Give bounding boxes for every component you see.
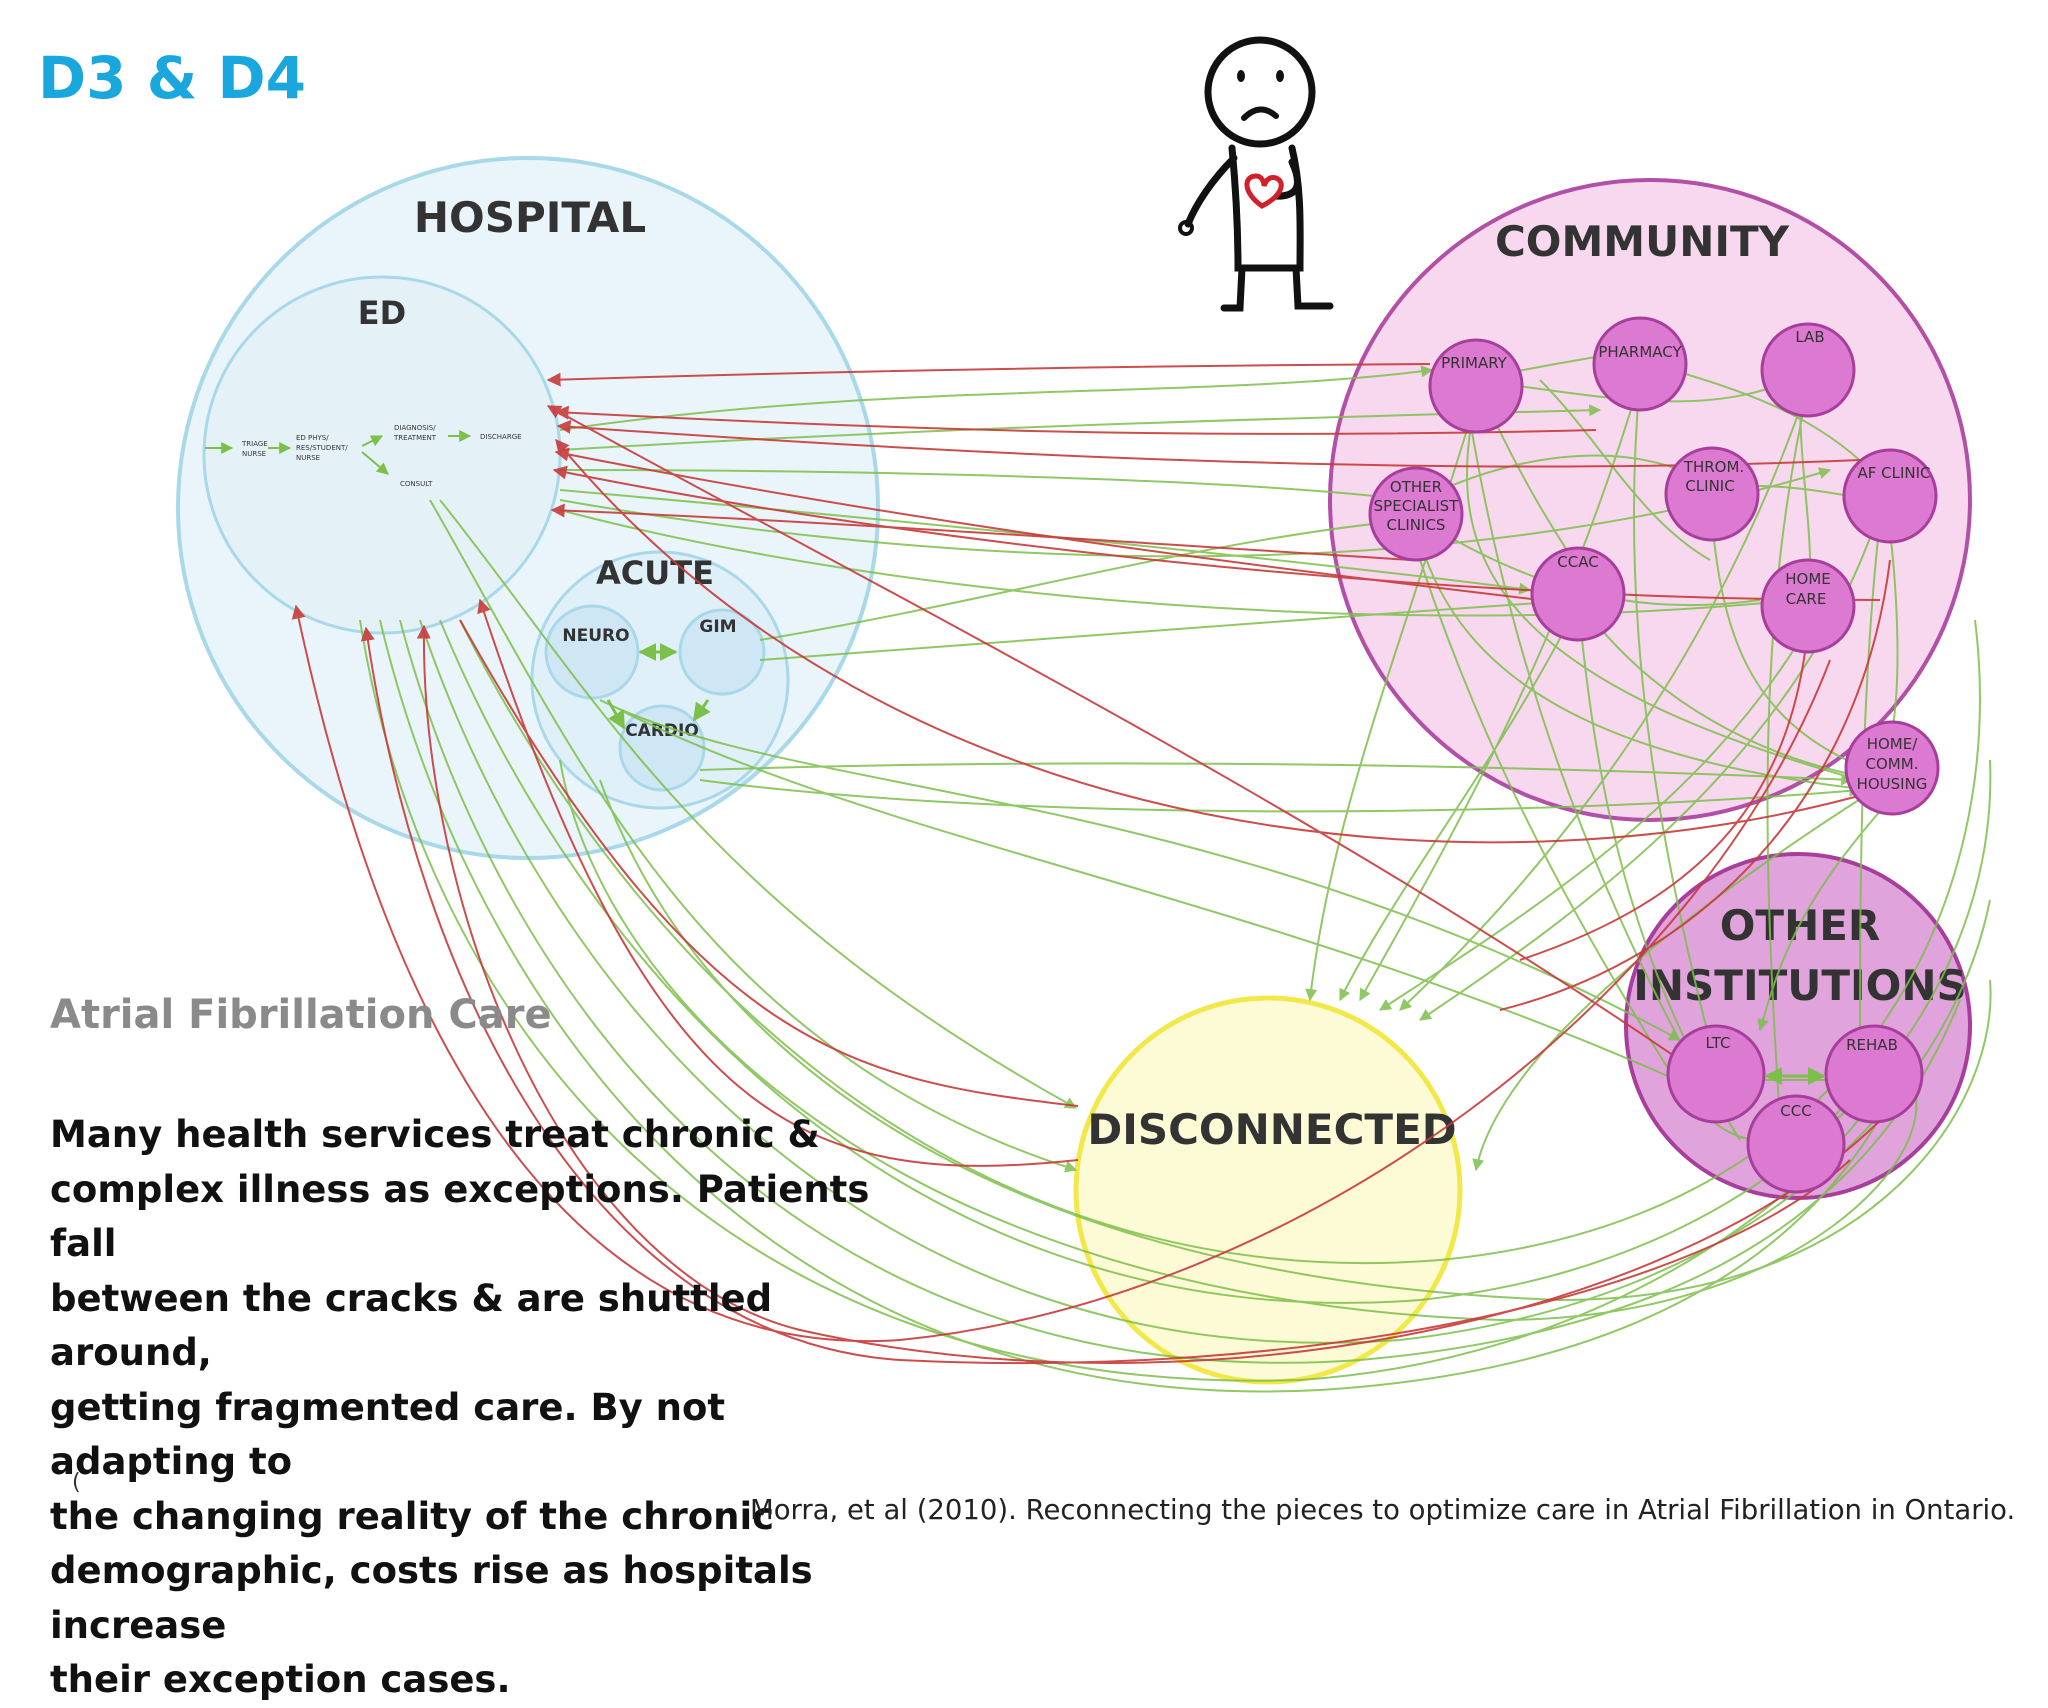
ed-flow: TRIAGE NURSE ED PHYS/ RES/STUDENT/ NURSE…: [205, 424, 522, 488]
cardio-node: [618, 704, 706, 792]
home-care-label-2: CARE: [1786, 590, 1827, 608]
home-care-label-1: HOME: [1785, 570, 1831, 588]
care-network-diagram: HOSPITAL ED TRIAGE NURSE ED PHYS/ RES/ST…: [176, 36, 1992, 1393]
ed-label: ED: [358, 294, 406, 332]
heart-icon: [1244, 173, 1284, 209]
red-links: [291, 363, 1901, 1365]
figure-frown: [1241, 106, 1279, 121]
af-clinic-label: AF CLINIC: [1857, 464, 1930, 482]
ed-flow-nurse-2: NURSE: [296, 454, 320, 462]
citation: Morra, et al (2010). Reconnecting the pi…: [750, 1494, 2016, 1526]
home-care-node: [1760, 558, 1856, 654]
rehab-node: [1824, 1024, 1924, 1124]
throm-clinic-label-2: CLINIC: [1685, 477, 1734, 495]
disconnected-label: DISCONNECTED: [1087, 1105, 1456, 1154]
home-comm-housing-label-1: HOME/: [1867, 735, 1919, 753]
rehab-label: REHAB: [1846, 1036, 1898, 1054]
other-specialist-label-2: SPECIALIST: [1374, 497, 1460, 515]
ccc-label: CCC: [1780, 1102, 1811, 1120]
home-comm-housing-label-3: HOUSING: [1857, 775, 1928, 793]
ccac-node: [1530, 546, 1626, 642]
other-specialist-label-3: CLINICS: [1387, 516, 1446, 534]
gim-node: [678, 608, 766, 696]
other-specialist-label-1: OTHER: [1390, 478, 1442, 496]
throm-clinic-label-1: THROM.: [1683, 458, 1744, 476]
ed-flow-triage: TRIAGE: [241, 440, 268, 448]
community-nodes: PRIMARY PHARMACY LAB OTHER SPECIALIST CL…: [1368, 316, 1940, 816]
lab-node: [1760, 322, 1856, 418]
af-clinic-node: [1842, 448, 1938, 544]
neuro-node: [544, 604, 640, 700]
stray-mark: (: [72, 1470, 81, 1495]
figure-eye-left: [1237, 70, 1245, 82]
figure-eye-right: [1276, 70, 1284, 82]
figure-left-leg: [1220, 264, 1246, 312]
ccac-label: CCAC: [1557, 553, 1598, 571]
ed-flow-diagnosis: DIAGNOSIS/: [394, 424, 436, 432]
disconnected-circle: [1073, 995, 1463, 1385]
gim-label: GIM: [699, 617, 736, 637]
figure-left-arm: [1184, 154, 1238, 228]
ed-flow-treatment: TREATMENT: [393, 434, 437, 442]
primary-label: PRIMARY: [1441, 354, 1508, 372]
other-specialist-node: [1368, 466, 1464, 562]
throm-clinic-node: [1664, 446, 1760, 542]
figure-right-leg: [1292, 264, 1334, 310]
ed-flow-nurse: NURSE: [242, 450, 266, 458]
ed-flow-res-student: RES/STUDENT/: [296, 444, 348, 452]
figure-head: [1204, 36, 1316, 148]
ed-flow-ed-phys: ED PHYS/: [296, 434, 329, 442]
figure-left-hand: [1178, 220, 1194, 236]
other-institutions-label-2: INSTITUTIONS: [1633, 961, 1966, 1010]
slide-subtitle: Atrial Fibrillation Care: [50, 992, 552, 1038]
ed-flow-discharge: DISCHARGE: [480, 433, 522, 441]
ltc-node: [1666, 1024, 1766, 1124]
ltc-label: LTC: [1705, 1034, 1730, 1052]
ed-flow-consult: CONSULT: [400, 480, 433, 488]
lab-label: LAB: [1795, 328, 1824, 346]
pharmacy-label: PHARMACY: [1598, 343, 1682, 361]
slide-title: D3 & D4: [38, 44, 306, 112]
hospital-label: HOSPITAL: [414, 193, 646, 242]
ccc-node: [1746, 1094, 1846, 1194]
slide-body-text: Many health services treat chronic & com…: [50, 1113, 870, 1701]
primary-node: [1428, 338, 1524, 434]
pharmacy-node: [1592, 316, 1688, 412]
institution-nodes: LTC REHAB CCC: [1666, 1024, 1924, 1194]
acute-label: ACUTE: [596, 554, 714, 592]
sad-patient-figure: [1178, 36, 1334, 312]
home-comm-housing-label-2: COMM.: [1866, 755, 1919, 773]
home-comm-housing-node: [1844, 720, 1940, 816]
community-label: COMMUNITY: [1495, 217, 1790, 266]
neuro-label: NEURO: [562, 626, 629, 646]
